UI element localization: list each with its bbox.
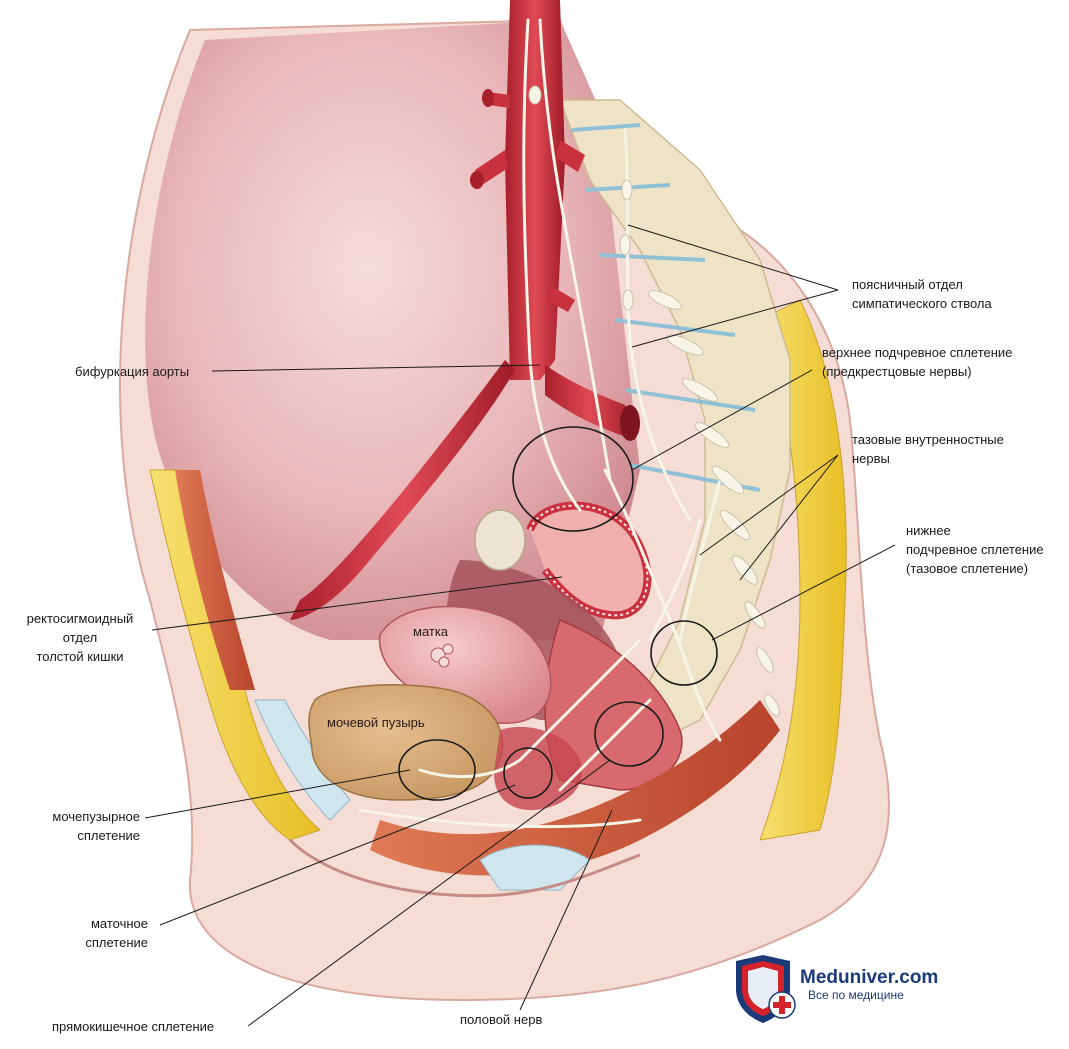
posterior-fat-layer — [759, 299, 847, 841]
label-aortic-bifurcation: бифуркация аорты — [75, 364, 190, 379]
logo-name: Meduniver.com — [800, 967, 939, 988]
leader-lines — [144, 224, 896, 1027]
label-superior-hypogastric-plexus: верхнее подчревное сплетение (предкрестц… — [822, 345, 1013, 379]
pubic-symphysis — [254, 699, 351, 821]
ovary — [474, 509, 526, 571]
uterine-plexus-circle — [503, 747, 553, 799]
rectal-plexus-circle — [594, 701, 664, 767]
sympathetic-ganglia — [528, 85, 634, 311]
label-pudendal-nerve: половой нерв — [460, 1012, 543, 1027]
plexus-circles — [398, 426, 718, 801]
label-rectal-plexus: прямокишечное сплетение — [52, 1019, 215, 1034]
label-lumbar-sympathetic-trunk: поясничный отдел симпатического ствола — [852, 277, 992, 311]
label-pelvic-splanchnic-nerves: тазовые внутренностные нервы — [852, 432, 1004, 466]
label-vesical-plexus: мочепузырное сплетение — [52, 809, 140, 843]
left-common-iliac-artery — [545, 365, 635, 440]
label-uterus: матка — [413, 624, 449, 639]
superior-hypogastric-plexus-circle — [512, 426, 634, 532]
label-bladder: мочевой пузырь — [327, 715, 425, 730]
perineal-membrane — [479, 844, 591, 891]
logo-tagline: Все по медицине — [808, 988, 904, 1002]
sacral-nerve-roots — [647, 290, 780, 717]
meduniver-logo[interactable]: Meduniver.com Все по медицине — [728, 955, 958, 1025]
inferior-hypogastric-plexus-circle — [650, 620, 718, 686]
right-common-iliac-artery — [290, 360, 515, 620]
aorta — [505, 0, 565, 380]
vesical-plexus-circle — [398, 739, 476, 801]
intervertebral-discs — [571, 123, 761, 492]
label-rectosigmoid: ректосигмоидный отдел толстой кишки — [26, 611, 134, 664]
bladder — [308, 684, 504, 801]
label-inferior-hypogastric-plexus: нижнее подчревное сплетение (тазовое спл… — [906, 523, 1044, 576]
pelvic-floor-muscles — [370, 700, 780, 876]
rectus-muscle — [175, 470, 255, 690]
shield-icon — [736, 955, 796, 1023]
perineum — [288, 838, 641, 898]
label-uterine-plexus: маточное сплетение — [85, 916, 148, 950]
